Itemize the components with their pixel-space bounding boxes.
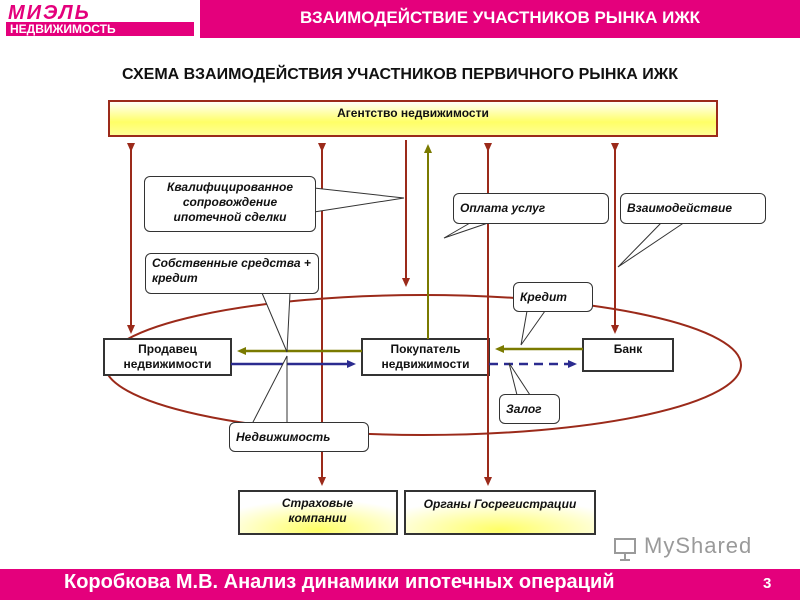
tail-payment [443, 222, 489, 239]
registry-box [404, 490, 596, 535]
slide-title: СХЕМА ВЗАИМОДЕЙСТВИЯ УЧАСТНИКОВ ПЕРВИЧНО… [122, 66, 678, 83]
tail-own-funds [261, 292, 291, 353]
agency-label: Агентство недвижимости [337, 106, 489, 120]
page-number: 3 [763, 575, 772, 592]
logo: МИЭЛЬ НЕДВИЖИМОСТЬ [0, 0, 200, 40]
footer-text: Коробкова М.В. Анализ динамики ипотечных… [64, 571, 615, 593]
presentation-icon [614, 538, 636, 561]
bank-label: Банк [613, 342, 643, 356]
agency-box [108, 100, 718, 137]
callout-qualified-support: Квалифицированное сопровождение ипотечно… [144, 176, 316, 232]
tail-property [251, 355, 288, 425]
header-bar [200, 0, 800, 38]
buyer-box [361, 338, 490, 376]
registry-label: Органы Госрегистрации [423, 497, 577, 511]
seller-label: Продавец недвижимости [123, 342, 212, 371]
logo-subtitle: НЕДВИЖИМОСТЬ [6, 22, 194, 36]
callout-credit: Кредит [513, 282, 593, 312]
tail-qualified [313, 187, 405, 213]
buyer-label: Покупатель недвижимости [381, 342, 470, 371]
footer-bar [0, 569, 800, 600]
insurance-box [238, 490, 398, 535]
callout-own-funds: Собственные средства + кредит [145, 253, 319, 294]
watermark-text: MyShared [644, 533, 753, 558]
tail-credit [520, 310, 546, 346]
callout-interaction: Взаимодействие [620, 193, 766, 224]
bank-box [582, 338, 674, 372]
seller-box [103, 338, 232, 376]
tail-interaction [617, 221, 686, 268]
callout-payment: Оплата услуг [453, 193, 609, 224]
callout-pledge: Залог [499, 394, 560, 424]
header-title: ВЗАИМОДЕЙСТВИЕ УЧАСТНИКОВ РЫНКА ИЖК [299, 8, 701, 27]
tail-pledge [508, 362, 531, 396]
callout-property: Недвижимость [229, 422, 369, 452]
insurance-label: Страховые компании [281, 496, 354, 525]
logo-wordmark: МИЭЛЬ [8, 2, 91, 24]
